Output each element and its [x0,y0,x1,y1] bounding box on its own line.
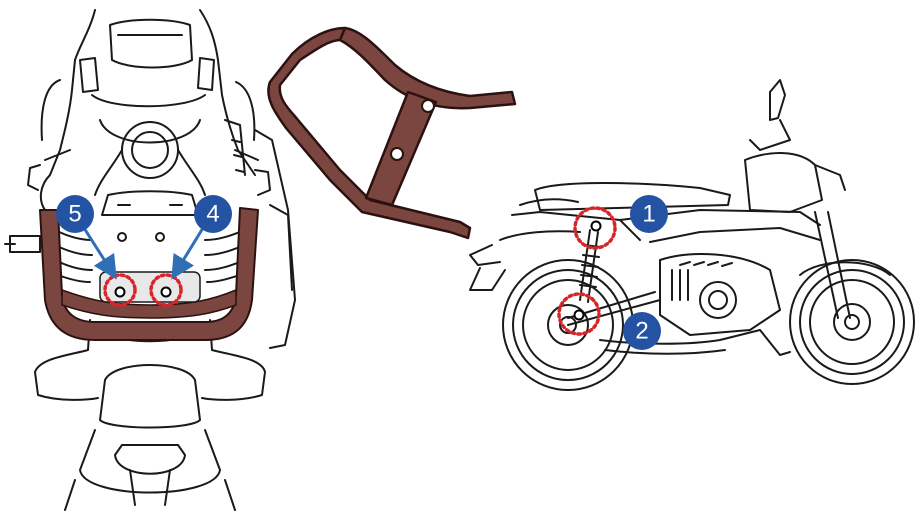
bracket-hole-upper [422,100,434,112]
callout-badge-1: 1 [630,195,668,233]
callout-badge-4: 4 [194,195,232,233]
callout-label-1: 1 [642,201,655,228]
bolt-5 [116,288,125,297]
bolt-4 [162,288,171,297]
arrow-4 [176,228,203,272]
rack-bracket-illustration [268,28,515,238]
side-view-motorcycle-illustration [470,80,914,390]
callout-badge-5: 5 [56,195,94,233]
callout-label-4: 4 [206,201,219,228]
arrow-5 [84,228,112,272]
callout-label-2: 2 [635,318,648,345]
callout-label-5: 5 [68,201,81,228]
callout-badge-2: 2 [623,312,661,350]
bracket-hole-lower [391,148,403,160]
callout-arrows [84,228,203,272]
